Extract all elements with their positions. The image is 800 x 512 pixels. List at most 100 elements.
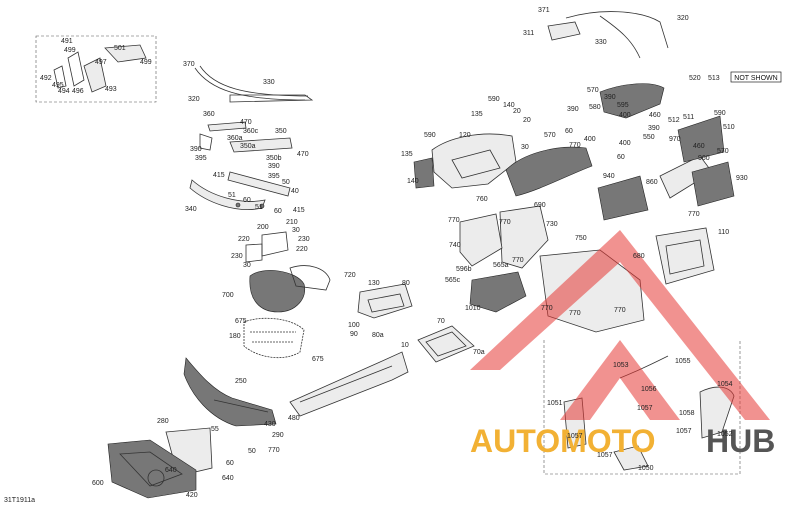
callout-c320a: 320 — [188, 96, 200, 103]
callout-c960: 960 — [698, 155, 710, 162]
callout-c596b: 596b — [456, 266, 472, 273]
callout-c1056: 1056 — [641, 386, 657, 393]
callout-c415a: 415 — [213, 172, 225, 179]
callout-c930: 930 — [736, 175, 748, 182]
callout-c395: 395 — [195, 155, 207, 162]
front-cover-700 — [249, 265, 331, 313]
callout-c30b: 30 — [243, 262, 251, 269]
callout-c51: 51 — [228, 192, 236, 199]
callout-c400c: 400 — [619, 140, 631, 147]
callout-c90: 90 — [350, 331, 358, 338]
callout-c512: 512 — [668, 117, 680, 124]
callout-c415b: 415 — [293, 207, 305, 214]
callout-c1051: 1051 — [547, 400, 563, 407]
callout-c460b: 460 — [693, 143, 705, 150]
callout-c135a: 135 — [471, 111, 483, 118]
callout-c499a: 499 — [64, 47, 76, 54]
callout-c80a: 80a — [372, 332, 384, 339]
callout-c590b: 590 — [714, 110, 726, 117]
callout-c470a: 470 — [240, 119, 252, 126]
floor-rail-10 — [289, 351, 409, 417]
callout-c51b: 51 — [255, 204, 263, 211]
callout-c770a: 770 — [268, 447, 280, 454]
dash-panel — [189, 171, 291, 210]
callout-c590a: 590 — [488, 96, 500, 103]
callout-c360c: 360c — [243, 128, 259, 135]
callout-c50a: 50 — [282, 179, 290, 186]
not-shown-label: NOT SHOWN — [730, 71, 782, 83]
callout-c970: 970 — [669, 136, 681, 143]
callout-c740: 740 — [449, 242, 461, 249]
callout-c55: 55 — [211, 426, 219, 433]
callout-c100: 100 — [348, 322, 360, 329]
callout-c20a: 20 — [513, 108, 521, 115]
callout-c640a: 640 — [165, 467, 177, 474]
callout-c770e: 770 — [688, 211, 700, 218]
callout-c1055: 1055 — [675, 358, 691, 365]
callout-c350: 350 — [275, 128, 287, 135]
callout-c370: 370 — [183, 61, 195, 68]
callout-c60b: 60 — [274, 208, 282, 215]
callout-c640b: 640 — [222, 475, 234, 482]
callout-c420: 420 — [186, 492, 198, 499]
callout-c371: 371 — [538, 7, 550, 14]
callout-c430: 430 — [264, 421, 276, 428]
callout-c580: 580 — [589, 104, 601, 111]
callout-c770c: 770 — [448, 217, 460, 224]
callout-c360a: 360a — [227, 135, 243, 142]
callout-c390d: 390 — [567, 106, 579, 113]
callout-c700: 700 — [222, 292, 234, 299]
callout-c135b: 135 — [401, 151, 413, 158]
callout-c350a: 350a — [240, 143, 256, 150]
callout-c590c: 590 — [424, 132, 436, 139]
callout-c220b: 220 — [296, 246, 308, 253]
callout-c1053: 1053 — [613, 362, 629, 369]
diagram-id: 31T1911a — [4, 497, 35, 504]
callout-c210: 210 — [286, 219, 298, 226]
support-brackets — [245, 231, 289, 263]
callout-c1057a: 1057 — [637, 405, 653, 412]
callout-c497: 497 — [95, 59, 107, 66]
door-730 — [499, 205, 549, 269]
callout-c40: 40 — [291, 188, 299, 195]
callout-c1057c: 1057 — [676, 428, 692, 435]
callout-c110: 110 — [718, 229, 729, 236]
frame-ghost-675 — [243, 317, 305, 359]
callout-c680: 680 — [633, 253, 645, 260]
callout-c720: 720 — [344, 272, 356, 279]
callout-c494: 494 — [58, 88, 70, 95]
callout-c770i: 770 — [614, 307, 626, 314]
grab-handle-right — [547, 11, 669, 59]
callout-c460a: 460 — [649, 112, 661, 119]
callout-c730: 730 — [546, 221, 558, 228]
callout-c491: 491 — [61, 38, 73, 45]
callout-c511: 511 — [683, 114, 694, 121]
callout-c350b: 350b — [266, 155, 282, 162]
callout-c60c: 60 — [226, 460, 234, 467]
panel-740 — [459, 213, 503, 267]
callout-c770d: 770 — [499, 219, 511, 226]
mirror-inset — [35, 35, 157, 103]
callout-c390a: 390 — [190, 146, 202, 153]
callout-c330a: 330 — [263, 79, 275, 86]
callout-c395b: 395 — [268, 173, 280, 180]
callout-c290: 290 — [272, 432, 284, 439]
callout-c600: 600 — [92, 480, 104, 487]
callout-c220a: 220 — [238, 236, 250, 243]
callout-c595: 595 — [617, 102, 629, 109]
callout-c1052: 1052 — [717, 431, 733, 438]
callout-c360: 360 — [203, 111, 215, 118]
callout-c140b: 140 — [407, 178, 419, 185]
callout-c330b: 330 — [595, 39, 607, 46]
callout-c400a: 400 — [619, 112, 631, 119]
callout-c30c: 30 — [521, 144, 529, 151]
callout-c340: 340 — [185, 206, 197, 213]
callout-c390e: 390 — [648, 125, 660, 132]
callout-c570c: 570 — [717, 148, 729, 155]
callout-c770g: 770 — [541, 305, 553, 312]
callout-c10: 10 — [401, 342, 409, 349]
callout-c390b: 390 — [268, 163, 280, 170]
